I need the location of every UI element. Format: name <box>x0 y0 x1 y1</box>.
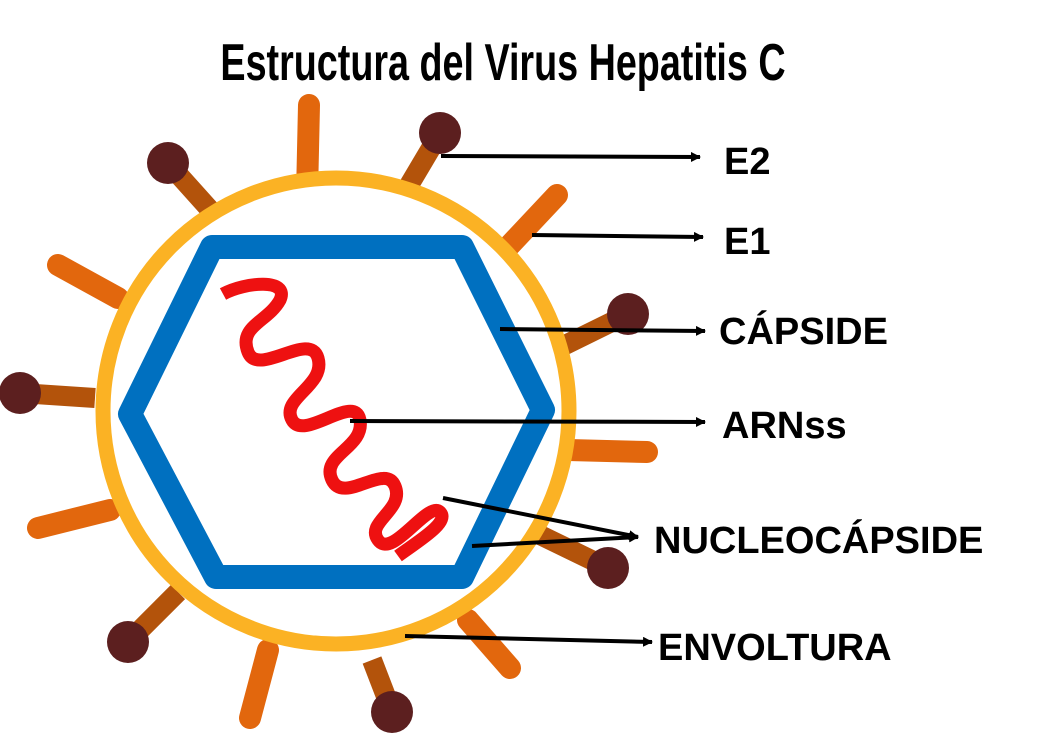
e1-protein <box>27 499 121 539</box>
e1-protein <box>47 254 129 309</box>
labels: E2 E1 CÁPSIDE ARNss NUCLEOCÁPSIDE ENVOLT… <box>654 141 983 669</box>
nucleocapside-arrow-1 <box>442 496 639 541</box>
envoltura-arrow <box>404 634 653 647</box>
capside-arrow <box>499 325 706 336</box>
e2-protein-head <box>0 372 41 414</box>
label-arnss: ARNss <box>722 405 847 447</box>
e2-protein-head <box>587 547 629 589</box>
e2-arrow <box>440 151 701 162</box>
pointer-arrows <box>349 151 706 647</box>
nucleocapside-arrow-2 <box>471 532 639 548</box>
e2-protein-head <box>107 621 149 663</box>
label-nucleocapside: NUCLEOCÁPSIDE <box>654 518 983 562</box>
e1-protein <box>557 439 658 463</box>
diagram-title: Estructura del Virus Hepatitis C <box>220 33 785 91</box>
e2-protein-head <box>371 691 413 733</box>
label-capside: CÁPSIDE <box>719 309 888 353</box>
e1-protein <box>457 609 521 679</box>
label-envoltura: ENVOLTURA <box>658 627 892 669</box>
label-e2: E2 <box>724 141 770 183</box>
e1-protein <box>239 639 279 729</box>
e2-protein-head <box>607 293 649 335</box>
e2-protein-head <box>419 112 461 154</box>
e1-protein <box>499 184 568 256</box>
rna-strand <box>219 277 449 562</box>
label-e1: E1 <box>724 221 770 263</box>
e1-arrow <box>531 231 704 242</box>
e2-protein-head <box>147 142 189 184</box>
arnss-arrow <box>349 416 706 427</box>
